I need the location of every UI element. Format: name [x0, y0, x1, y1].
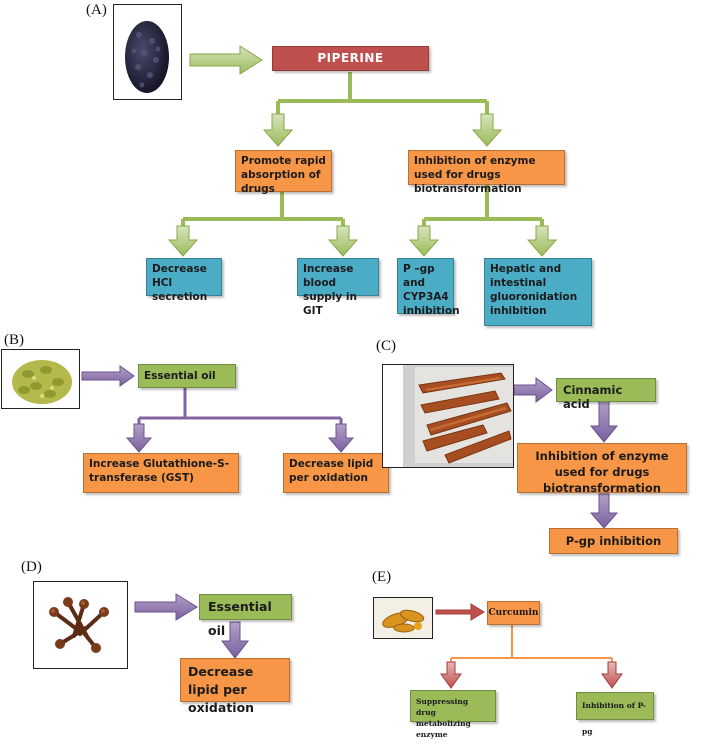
- increase-blood-supply-box: Increase blood supply in GIT: [297, 258, 379, 317]
- tree-lines-e: [450, 625, 613, 664]
- pgp-cyp3a4-box: P –gp and CYP3A4 inhibition: [397, 258, 460, 317]
- promote-absorption-box: Promote rapid absorption of drugs: [235, 150, 332, 195]
- cardamom-image: [1, 349, 80, 409]
- down-arrow-icon: [471, 113, 503, 147]
- pgp-inhibition-box-e: Inhibition of P-pg: [576, 692, 654, 736]
- down-arrow-icon: [327, 225, 359, 257]
- down-arrow-icon: [125, 423, 153, 453]
- panel-label-e: (E): [372, 569, 392, 585]
- tree-lines-b: [137, 388, 343, 426]
- down-arrow-icon: [408, 225, 440, 257]
- down-arrow-icon: [167, 225, 199, 257]
- curcumin-box: Curcumin: [487, 601, 540, 625]
- down-arrow-icon: [440, 661, 462, 689]
- black-pepper-icon: [125, 21, 169, 93]
- increase-gst-box: Increase Glutathione-S-transferase (GST): [83, 453, 239, 493]
- right-arrow-icon: [81, 365, 135, 387]
- cinnamon-image: [382, 364, 514, 468]
- essential-oil-box-d: Essential oil: [199, 594, 292, 638]
- suppressing-enzyme-box: Suppressing drug metabolizing enzyme: [410, 690, 496, 739]
- clove-image: [33, 581, 128, 669]
- turmeric-image: [373, 597, 433, 639]
- piperine-box: PIPERINE: [272, 46, 429, 71]
- down-arrow-icon: [589, 493, 619, 529]
- down-arrow-icon: [327, 423, 355, 453]
- decrease-lipid-box-b: Decrease lipid per oxidation: [283, 453, 389, 493]
- decrease-hcl-box: Decrease HCl secretion: [146, 258, 222, 303]
- decrease-lipid-box-d: Decrease lipid per oxidation: [180, 658, 290, 715]
- right-arrow-icon: [134, 593, 198, 621]
- black-pepper-image: [113, 4, 182, 100]
- pgp-inhibition-box: P-gp inhibition: [549, 528, 678, 554]
- enzyme-inhibition-box: Inhibition of enzyme used for drugs biot…: [408, 150, 565, 195]
- down-arrow-icon: [601, 661, 623, 689]
- down-arrow-icon: [262, 113, 294, 147]
- down-arrow-icon: [220, 621, 250, 659]
- right-arrow-icon: [435, 603, 485, 621]
- panel-label-d: (D): [21, 559, 42, 575]
- connector-layer: [81, 45, 623, 689]
- right-arrow-icon: [513, 377, 553, 403]
- down-arrow-icon: [589, 399, 619, 443]
- essential-oil-box-b: Essential oil: [138, 364, 236, 388]
- down-arrow-icon: [526, 225, 558, 257]
- clove-icon: [49, 597, 109, 653]
- cinnamic-acid-box: Cinnamic acid: [556, 378, 656, 411]
- right-arrow-icon: [189, 45, 263, 75]
- cinnamon-icon: [403, 365, 513, 467]
- enzyme-inhibition-box-c: Inhibition of enzyme used for drugs biot…: [517, 443, 687, 495]
- panel-label-b: (B): [4, 332, 24, 348]
- panel-label-c: (C): [376, 338, 396, 354]
- gluoronidation-box: Hepatic and intestinal gluoronidation in…: [484, 258, 592, 326]
- panel-label-a: (A): [86, 2, 107, 18]
- cardamom-icon: [12, 360, 72, 404]
- turmeric-icon: [374, 598, 432, 638]
